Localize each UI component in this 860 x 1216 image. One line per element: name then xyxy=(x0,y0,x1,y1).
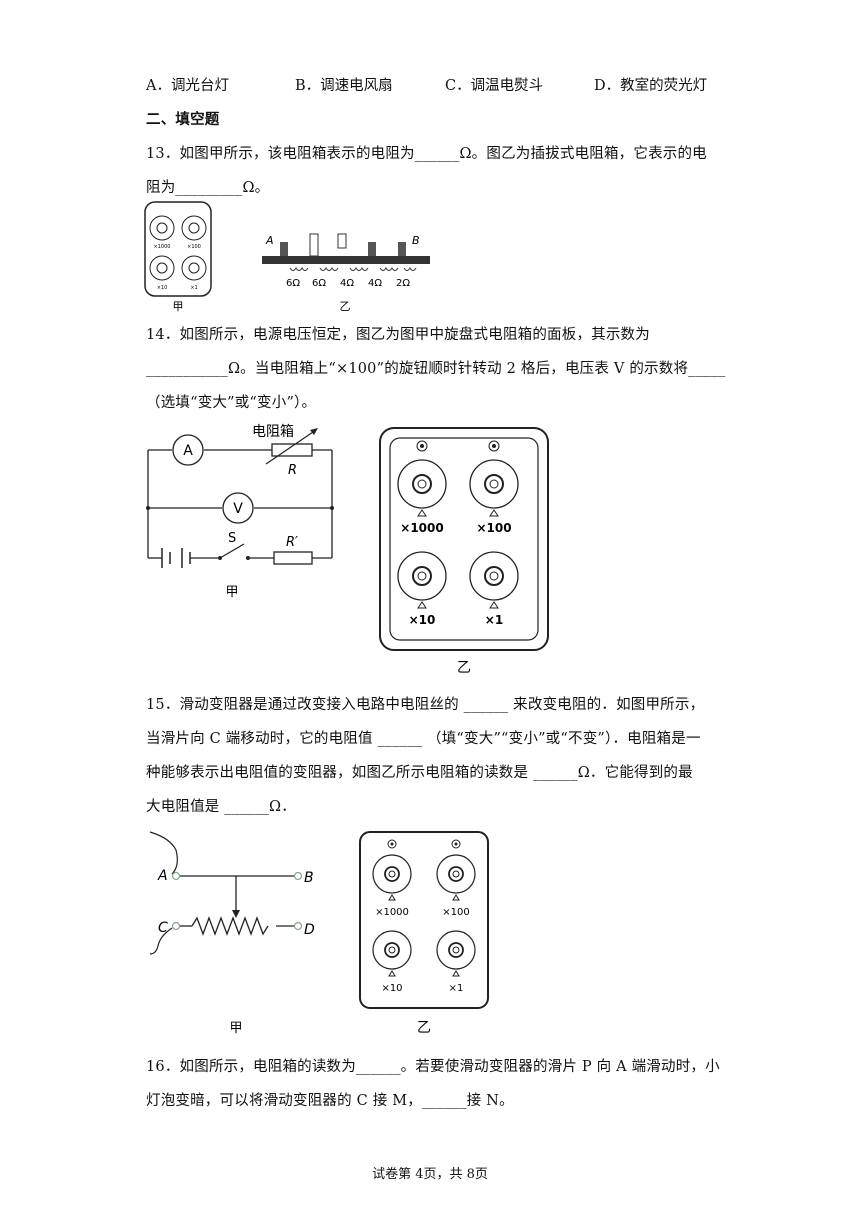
dial-multiplier: ×1000 xyxy=(400,521,443,535)
dial-multiplier: ×100 xyxy=(442,907,469,918)
plug-label-a: A xyxy=(265,234,274,247)
plug xyxy=(309,233,319,257)
resistor-label: 6Ω xyxy=(286,278,300,289)
dial-multiplier: ×1000 xyxy=(375,907,409,918)
terminal-a: A xyxy=(157,868,168,884)
resistor-label: 4Ω xyxy=(368,278,382,289)
q16-line1: 16．如图所示，电阻箱的读数为______。若要使滑动变阻器的滑片 P 向 A … xyxy=(146,1059,720,1075)
q15-caption-yi: 乙 xyxy=(417,1020,431,1036)
q15-rheostat: A B C D 甲 xyxy=(149,831,315,1036)
dial-knob xyxy=(372,854,412,901)
svg-text:R′: R′ xyxy=(286,535,298,550)
r-label: R xyxy=(288,463,297,478)
q13-line2: 阻为_________Ω。 xyxy=(146,180,270,196)
q15-line3: 种能够表示出电阻值的变阻器，如图乙所示电阻箱的读数是 ______Ω．它能得到的… xyxy=(146,765,693,781)
resistor-label: 6Ω xyxy=(312,278,326,289)
fixed-resistor: R′ xyxy=(273,535,313,565)
option-a: A．调光台灯 xyxy=(146,78,229,94)
q13-mult-2: ×100 xyxy=(187,244,201,250)
q13-figures: ×1000 ×100 ×10 ×1 甲 A B 6Ω 6Ω 4Ω 4Ω 2Ω 乙 xyxy=(144,201,430,313)
q13-line1: 13．如图甲所示，该电阻箱表示的电阻为______Ω。图乙为插拔式电阻箱，它表示… xyxy=(146,146,707,162)
page-footer: 试卷第 4页，共 8页 xyxy=(372,1167,488,1182)
svg-text:V: V xyxy=(233,501,243,517)
q13-mult-4: ×1 xyxy=(190,285,197,291)
q13-dial-box: ×1000 ×100 ×10 ×1 甲 xyxy=(144,201,212,313)
q15-line1: 15．滑动变阻器是通过改变接入电路中电阻丝的 ______ 来改变电阻的．如图甲… xyxy=(146,697,705,713)
option-b: B．调速电风扇 xyxy=(295,78,393,94)
plug-label-b: B xyxy=(412,234,420,247)
q14-line2: ___________Ω。当电阻箱上“×100”的旋钮顺时针转动 2 格后，电压… xyxy=(146,361,726,377)
dial-knob xyxy=(397,551,447,609)
dial-knob xyxy=(436,854,476,901)
plug xyxy=(337,233,347,249)
svg-text:S: S xyxy=(228,531,236,546)
q13-caption-yi: 乙 xyxy=(340,300,351,313)
terminal-b: B xyxy=(304,870,314,886)
plug xyxy=(398,242,406,256)
q15-line4: 大电阻值是 ______Ω． xyxy=(146,799,296,815)
dial-knob xyxy=(469,459,519,517)
q15-caption-jia: 甲 xyxy=(229,1021,242,1036)
dial-multiplier: ×100 xyxy=(476,521,511,535)
q13-dial-3 xyxy=(149,255,175,281)
option-c: C．调温电熨斗 xyxy=(445,78,544,94)
q13-mult-1: ×1000 xyxy=(154,244,171,250)
battery xyxy=(161,548,191,568)
resistor-label: 4Ω xyxy=(340,278,354,289)
q13-plug-box: A B 6Ω 6Ω 4Ω 4Ω 2Ω 乙 xyxy=(262,233,430,313)
ammeter: A xyxy=(172,434,204,466)
terminal-c: C xyxy=(158,920,168,936)
section-title: 二、填空题 xyxy=(146,111,220,128)
q14-circuit: A 电阻箱 R V S R′ 甲 xyxy=(146,424,334,600)
q14-caption-yi: 乙 xyxy=(457,660,471,676)
q14-line1: 14．如图所示，电源电压恒定，图乙为图甲中旋盘式电阻箱的面板，其示数为 xyxy=(146,327,650,343)
dial-knob xyxy=(397,459,447,517)
resistance-wire xyxy=(191,916,269,936)
dial-multiplier: ×10 xyxy=(381,983,402,994)
q15-line2: 当滑片向 C 端移动时，它的电阻值 ______ （填“变大”“变小”或“不变”… xyxy=(146,731,701,747)
q13-caption-jia: 甲 xyxy=(173,300,184,313)
dial-knob xyxy=(436,930,476,977)
resistor-label: 2Ω xyxy=(396,278,410,289)
q14-caption-jia: 甲 xyxy=(225,585,238,600)
terminal-d: D xyxy=(304,922,315,938)
q13-dial-1 xyxy=(149,215,175,241)
q13-dial-2 xyxy=(181,215,207,241)
dial-multiplier: ×10 xyxy=(409,613,436,627)
q14-dial-panel: ×1000 ×100 ×10 ×1 乙 xyxy=(379,427,549,676)
option-d: D．教室的荧光灯 xyxy=(594,78,708,94)
switch: S xyxy=(218,531,250,560)
q13-mult-3: ×10 xyxy=(157,285,168,291)
dial-knob xyxy=(372,930,412,977)
dial-multiplier: ×1 xyxy=(449,983,464,994)
plug xyxy=(280,242,288,256)
q15-dial-panel: ×1000 ×100 ×10 ×1 乙 xyxy=(359,831,489,1036)
variable-resistor xyxy=(265,428,318,465)
voltmeter: V xyxy=(222,492,254,524)
svg-text:A: A xyxy=(183,443,193,459)
plug xyxy=(368,242,376,256)
resistance-box-label: 电阻箱 xyxy=(252,424,294,440)
q16-line2: 灯泡变暗，可以将滑动变阻器的 C 接 M，______接 N。 xyxy=(146,1093,514,1109)
dial-multiplier: ×1 xyxy=(485,613,503,627)
dial-knob xyxy=(469,551,519,609)
q13-dial-4 xyxy=(181,255,207,281)
q14-line3: （选填“变大”或“变小”）。 xyxy=(146,395,317,411)
